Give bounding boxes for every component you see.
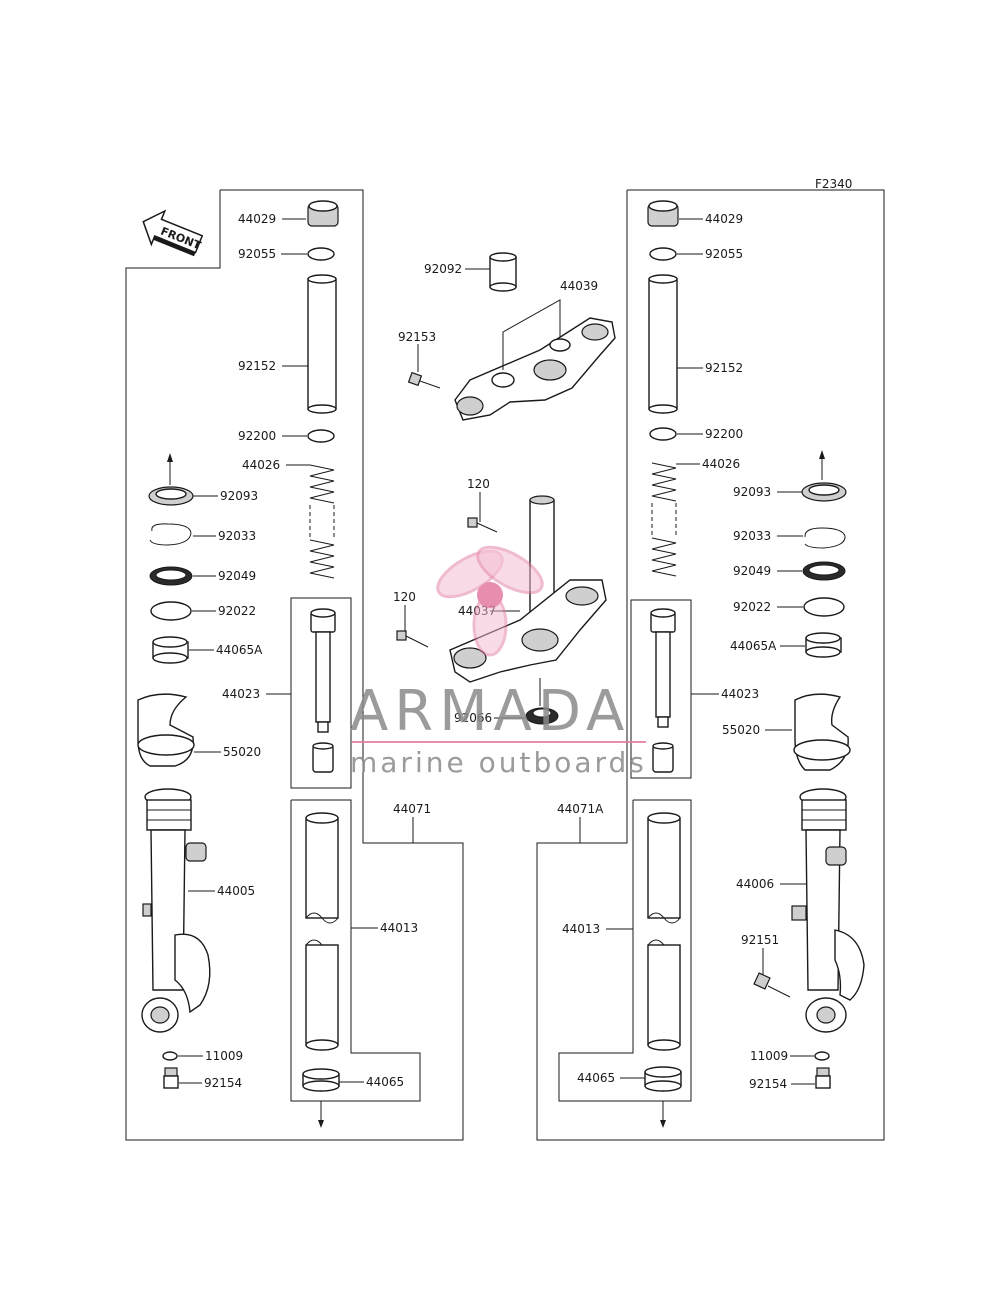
left-label-44013: 44013 [380,921,418,935]
lower-pinch-bolt-upper [467,517,498,533]
center-collar [489,252,517,292]
right-gasket [814,1051,830,1061]
right-outer-tube [791,788,865,1033]
right-fork-spring [651,462,677,577]
right-label-55020: 55020 [722,723,760,737]
left-label-92055: 92055 [238,247,276,261]
right-label-44065: 44065 [577,1071,615,1085]
left-damper-cartridge [310,608,336,773]
left-label-44029: 44029 [238,212,276,226]
right-label-92152: 92152 [705,361,743,375]
right-cartridge-box [630,599,692,779]
left-label-92049: 92049 [218,569,256,583]
right-label-44029: 44029 [705,212,743,226]
center-label-92066: 92066 [454,711,492,725]
right-fork-guard [793,693,851,771]
propeller-logo-icon [436,545,544,657]
right-seal-washer [803,597,845,617]
left-gasket [162,1051,178,1061]
left-collar-pipe [307,274,337,414]
left-fork-cap [307,200,339,227]
left-outer-tube [141,788,211,1033]
right-collar-pipe [648,274,678,414]
left-dust-seal [148,486,194,506]
left-label-44023: 44023 [222,687,260,701]
left-oil-seal [149,566,193,586]
right-label-11009: 11009 [750,1049,788,1063]
right-label-92200: 92200 [705,427,743,441]
right-label-92049: 92049 [733,564,771,578]
left-label-92154: 92154 [204,1076,242,1090]
right-inner-tube [647,812,681,1051]
left-label-92152: 92152 [238,359,276,373]
center-label-92092: 92092 [424,262,462,276]
left-label-92033: 92033 [218,529,256,543]
left-label-44071: 44071 [393,802,431,816]
left-label-44065: 44065 [366,1075,404,1089]
left-label-92022: 92022 [218,604,256,618]
front-arrow-icon: FRONT [142,209,204,257]
right-circlip [804,527,846,549]
watermark-subtitle: marine outboards [350,746,647,779]
left-fork-spring [309,464,335,579]
center-label-92153: 92153 [398,330,436,344]
watermark-title: ARMADA [350,679,630,744]
left-inner-tube [305,812,339,1051]
left-fork-guard [137,693,195,767]
right-dust-seal [801,482,847,502]
right-label-92151: 92151 [741,933,779,947]
left-washer [307,429,335,443]
right-o-ring [649,247,677,261]
left-seal-washer [150,601,192,621]
left-label-11009: 11009 [205,1049,243,1063]
right-damper-cartridge [650,608,676,773]
right-oil-seal [802,561,846,581]
right-label-92093: 92093 [733,485,771,499]
right-label-44071A: 44071A [557,802,604,816]
left-guide-bushing [152,636,189,664]
right-axle-clamp-bolt [753,972,791,998]
right-label-44065A: 44065A [730,639,777,653]
left-slide-bushing [302,1068,340,1092]
left-label-55020: 55020 [223,745,261,759]
right-fork-cap [647,200,679,227]
left-label-92093: 92093 [220,489,258,503]
right-tube-box [558,799,692,1102]
left-o-ring [307,247,335,261]
left-label-44026: 44026 [242,458,280,472]
right-guide-bushing [805,632,842,658]
left-bottom-bolt [163,1067,179,1089]
center-label-120-lower: 120 [393,590,416,604]
stem-nut [525,707,559,725]
left-cartridge-box [290,597,352,789]
left-circlip [149,523,192,546]
right-label-44006: 44006 [736,877,774,891]
right-label-92154: 92154 [749,1077,787,1091]
right-assembly-frame [536,189,885,1141]
left-label-92200: 92200 [238,429,276,443]
right-label-92033: 92033 [733,529,771,543]
left-assembly-frame [125,189,464,1141]
upper-steering-bracket [454,317,616,421]
right-label-44026: 44026 [702,457,740,471]
right-washer [649,427,677,441]
right-slide-bushing [644,1066,682,1092]
right-bottom-bolt [815,1067,831,1089]
right-label-92055: 92055 [705,247,743,261]
watermark: ARMADA marine outboards [350,545,647,779]
left-label-44065A: 44065A [216,643,263,657]
center-label-44039: 44039 [560,279,598,293]
left-tube-box [290,799,421,1102]
lower-pinch-bolt-lower [396,630,429,648]
center-label-120-upper: 120 [467,477,490,491]
left-label-44005: 44005 [217,884,255,898]
right-label-92022: 92022 [733,600,771,614]
diagram-code: F2340 [815,177,852,191]
right-label-44023: 44023 [721,687,759,701]
right-label-44013: 44013 [562,922,600,936]
upper-pinch-bolt [407,371,441,389]
